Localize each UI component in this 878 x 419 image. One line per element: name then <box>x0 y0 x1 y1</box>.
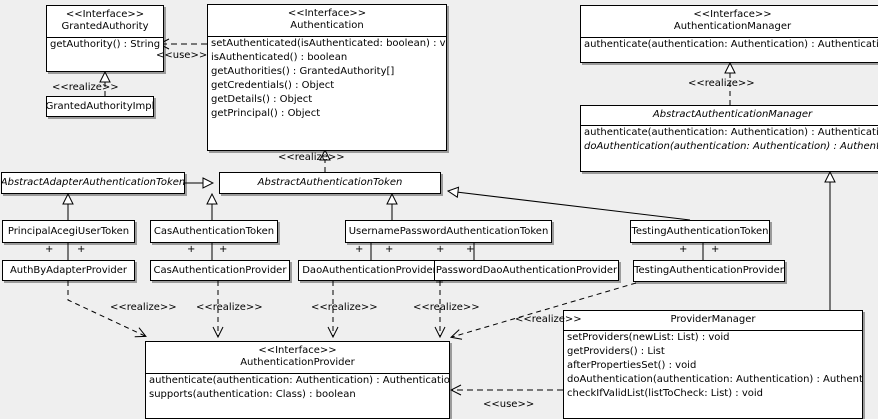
abstract-authentication-manager-header: AbstractAuthenticationManager <box>581 106 878 125</box>
assoc-plus-principal-left: + <box>45 244 54 255</box>
label-realize-auth-by-adapter: <<realize>> <box>110 302 177 313</box>
assoc-plus-testing-right: + <box>711 244 720 255</box>
method-ap-authenticate: authenticate(authentication: Authenticat… <box>149 375 449 386</box>
class-password-dao-authentication-provider[interactable]: PasswordDaoAuthenticationProvider <box>434 260 619 281</box>
provider-manager-header: ProviderManager <box>564 311 862 330</box>
class-cas-authentication-token[interactable]: CasAuthenticationToken <box>150 220 278 243</box>
label-realize-granted-authority-impl: <<realize>> <box>52 82 119 93</box>
assoc-plus-upat-mid-left: + <box>385 244 394 255</box>
authentication-manager-header: <<Interface>> AuthenticationManager <box>581 6 878 37</box>
label-realize-password-dao-provider: <<realize>> <box>413 302 480 313</box>
authentication-provider-methods: authenticate(authentication: Authenticat… <box>146 373 449 402</box>
abstract-authentication-token-name: AbstractAuthenticationToken <box>257 177 403 188</box>
authentication-manager-stereotype: <<Interface>> <box>693 9 772 20</box>
cas-authentication-token-name: CasAuthenticationToken <box>153 225 275 237</box>
dao-authentication-provider-name: DaoAuthenticationProvider <box>302 264 437 276</box>
class-abstract-adapter-authentication-token[interactable]: AbstractAdapterAuthenticationToken <box>1 172 185 194</box>
granted-authority-impl-name: GrantedAuthorityImpl <box>46 100 154 112</box>
assoc-plus-cas-right: + <box>219 244 228 255</box>
class-granted-authority-impl[interactable]: GrantedAuthorityImpl <box>46 96 154 117</box>
granted-authority-name: GrantedAuthority <box>61 21 149 32</box>
label-realize-cas-provider: <<realize>> <box>196 302 263 313</box>
method-pm-after-properties-set: afterPropertiesSet() : void <box>567 360 697 371</box>
password-dao-authentication-provider-name: PasswordDaoAuthenticationProvider <box>435 264 618 276</box>
method-get-credentials: getCredentials() : Object <box>211 80 335 91</box>
method-get-principal: getPrincipal() : Object <box>211 108 321 119</box>
authentication-name: Authentication <box>290 20 364 31</box>
class-auth-by-adapter-provider[interactable]: AuthByAdapterProvider <box>2 260 135 281</box>
principal-acegi-user-token-name: PrincipalAcegiUserToken <box>7 225 130 237</box>
method-is-authenticated: isAuthenticated() : boolean <box>211 52 348 63</box>
method-get-authority: getAuthority() : String <box>50 39 161 50</box>
method-set-authenticated: setAuthenticated(isAuthenticated: boolea… <box>211 38 446 49</box>
method-pm-do-authentication: doAuthentication(authentication: Authent… <box>567 374 862 385</box>
label-use-provider-manager: <<use>> <box>483 399 535 410</box>
testing-authentication-provider-name: TestingAuthenticationProvider <box>634 265 784 276</box>
provider-manager-methods: setProviders(newList: List) : void getPr… <box>564 330 862 401</box>
class-granted-authority[interactable]: <<Interface>> GrantedAuthority getAuthor… <box>46 5 164 72</box>
class-authentication-manager[interactable]: <<Interface>> AuthenticationManager auth… <box>580 5 878 63</box>
method-pm-get-providers: getProviders() : List <box>567 346 665 357</box>
assoc-plus-principal-right: + <box>77 244 86 255</box>
authentication-provider-stereotype: <<Interface>> <box>258 345 337 356</box>
authentication-header: <<Interface>> Authentication <box>208 5 446 36</box>
class-authentication[interactable]: <<Interface>> Authentication setAuthenti… <box>207 4 447 151</box>
label-realize-dao-provider: <<realize>> <box>311 302 378 313</box>
class-abstract-authentication-token[interactable]: AbstractAuthenticationToken <box>219 172 441 194</box>
assoc-plus-cas-left: + <box>187 244 196 255</box>
assoc-plus-testing-left: + <box>679 244 688 255</box>
class-principal-acegi-user-token[interactable]: PrincipalAcegiUserToken <box>2 220 135 243</box>
cas-authentication-provider-name: CasAuthenticationProvider <box>153 264 287 276</box>
label-use-granted-authority: <<use>> <box>156 50 208 61</box>
granted-authority-stereotype: <<Interface>> <box>65 9 145 20</box>
method-pm-check-if-valid-list: checkIfValidList(listToCheck: List) : vo… <box>567 388 764 399</box>
username-password-authentication-token-name: UsernamePasswordAuthenticationToken <box>348 225 549 237</box>
provider-manager-name: ProviderManager <box>670 314 756 325</box>
class-testing-authentication-token[interactable]: TestingAuthenticationToken <box>630 220 770 243</box>
label-realize-abstract-auth-manager: <<realize>> <box>688 78 755 89</box>
testing-authentication-token-name: TestingAuthenticationToken <box>631 225 769 237</box>
assoc-plus-upat-left: + <box>355 244 364 255</box>
method-pm-set-providers: setProviders(newList: List) : void <box>567 332 730 343</box>
class-provider-manager[interactable]: ProviderManager setProviders(newList: Li… <box>563 310 863 419</box>
method-aam-authenticate: authenticate(authentication: Authenticat… <box>584 127 878 138</box>
authentication-stereotype: <<Interface>> <box>287 8 367 19</box>
method-ap-supports: supports(authentication: Class) : boolea… <box>149 389 356 400</box>
class-abstract-authentication-manager[interactable]: AbstractAuthenticationManager authentica… <box>580 105 878 172</box>
authentication-provider-name: AuthenticationProvider <box>240 357 355 368</box>
label-realize-testing-provider: <<realize>> <box>515 314 582 325</box>
label-realize-authentication-token: <<realize>> <box>278 152 345 163</box>
class-dao-authentication-provider[interactable]: DaoAuthenticationProvider <box>298 260 441 281</box>
abstract-authentication-manager-methods: authenticate(authentication: Authenticat… <box>581 125 878 154</box>
class-cas-authentication-provider[interactable]: CasAuthenticationProvider <box>150 260 290 281</box>
method-get-details: getDetails() : Object <box>211 94 313 105</box>
authentication-methods: setAuthenticated(isAuthenticated: boolea… <box>208 36 446 121</box>
authentication-provider-header: <<Interface>> AuthenticationProvider <box>146 342 449 373</box>
abstract-adapter-authentication-token-name: AbstractAdapterAuthenticationToken <box>1 177 185 188</box>
assoc-plus-upat-right: + <box>466 244 475 255</box>
granted-authority-header: <<Interface>> GrantedAuthority <box>47 6 163 37</box>
class-testing-authentication-provider[interactable]: TestingAuthenticationProvider <box>633 260 785 282</box>
abstract-authentication-manager-name: AbstractAuthenticationManager <box>652 109 813 120</box>
granted-authority-methods: getAuthority() : String <box>47 37 163 52</box>
method-am-authenticate: authenticate(authentication: Authenticat… <box>584 39 878 50</box>
class-authentication-provider[interactable]: <<Interface>> AuthenticationProvider aut… <box>145 341 450 419</box>
method-get-authorities: getAuthorities() : GrantedAuthority[] <box>211 66 395 77</box>
auth-by-adapter-provider-name: AuthByAdapterProvider <box>9 264 128 276</box>
method-aam-do-authentication: doAuthentication(authentication: Authent… <box>584 141 878 152</box>
assoc-plus-upat-mid-right: + <box>436 244 445 255</box>
authentication-manager-methods: authenticate(authentication: Authenticat… <box>581 37 878 52</box>
authentication-manager-name: AuthenticationManager <box>673 21 792 32</box>
class-username-password-authentication-token[interactable]: UsernamePasswordAuthenticationToken <box>345 220 552 243</box>
